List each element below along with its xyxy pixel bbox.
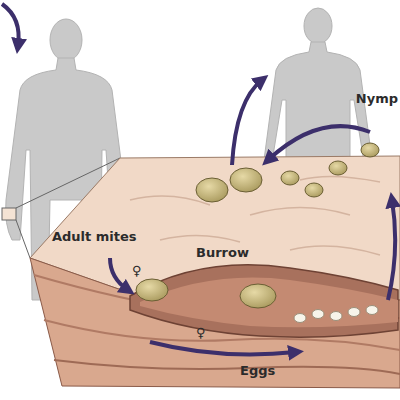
mite [136, 143, 379, 308]
skin-block [30, 156, 400, 388]
cycle-arrow [2, 4, 19, 46]
sex-symbol: ♀ [132, 264, 142, 278]
sex-symbol: ♀ [196, 326, 206, 340]
zoom-line [16, 220, 30, 258]
stage-label: Nymp [356, 92, 398, 106]
cycle-arrow [110, 80, 395, 354]
stage-label: Burrow [196, 246, 249, 260]
egg [294, 306, 378, 323]
stage-label: Eggs [240, 364, 275, 378]
skin-marker [2, 208, 16, 220]
stage-label: Adult mites [52, 230, 137, 244]
human-silhouette [264, 8, 372, 170]
